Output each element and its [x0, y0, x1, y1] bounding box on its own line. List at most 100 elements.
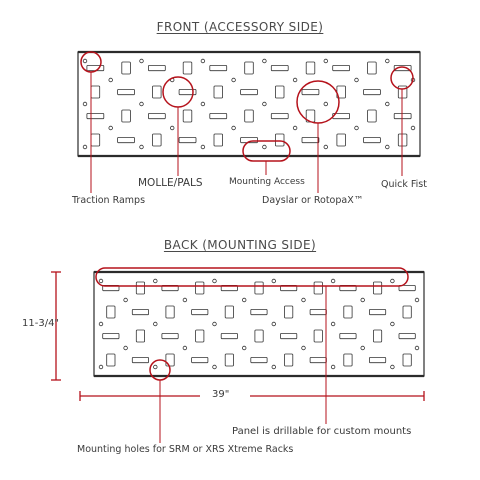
panel-hole [271, 364, 276, 370]
panel-hole [153, 364, 158, 370]
panel-slot [224, 305, 234, 319]
panel-hole [169, 125, 175, 131]
panel-slot [280, 332, 298, 340]
panel-hole [301, 345, 306, 351]
panel-slot [191, 356, 209, 364]
panel-slot [117, 89, 135, 96]
back-slot-pattern [98, 278, 420, 370]
panel-slot [343, 305, 353, 319]
panel-hole [98, 321, 104, 327]
panel-slot [147, 113, 166, 120]
panel-slot [270, 65, 289, 72]
panel-slot [131, 356, 150, 364]
panel-slot [274, 85, 285, 99]
panel-slot [339, 332, 357, 340]
drillable-label: Panel is drillable for custom mounts [232, 426, 412, 437]
panel-hole [385, 101, 390, 107]
front-panel [77, 50, 421, 158]
panel-slot [117, 136, 135, 144]
panel-hole [414, 297, 420, 303]
panel-slot [220, 332, 238, 340]
panel-slot [135, 329, 146, 343]
panel-slot [240, 136, 258, 144]
panel-slot [284, 353, 294, 367]
panel-hole [139, 58, 144, 64]
panel-slot [372, 281, 383, 295]
panel-hole [212, 278, 217, 284]
quick-fist-label: Quick Fist [381, 179, 427, 190]
panel-slot [135, 281, 146, 295]
panel-hole [82, 58, 88, 64]
panel-hole [330, 364, 336, 370]
panel-hole [139, 101, 144, 107]
panel-hole [271, 278, 276, 284]
panel-slot [165, 305, 175, 319]
panel-slot [363, 136, 381, 144]
front-slot-pattern [82, 58, 416, 150]
panel-hole [262, 58, 267, 64]
panel-hole [182, 345, 188, 351]
height-dimension-label: 11-3/4" [22, 318, 60, 329]
panel-slot [397, 85, 408, 99]
panel-slot [121, 61, 131, 75]
width-dimension-label: 39" [212, 389, 230, 400]
panel-slot [254, 281, 264, 295]
panel-hole [231, 125, 236, 131]
panel-slot [106, 353, 116, 367]
panel-slot [367, 109, 377, 123]
panel-hole [323, 144, 328, 150]
panel-slot [147, 65, 166, 72]
panel-hole [354, 77, 359, 83]
panel-hole [182, 297, 188, 303]
panel-slot [244, 109, 254, 123]
dayslar-rotopax-label: Dayslar or RotopaX™ [262, 195, 364, 206]
panel-hole [139, 144, 144, 150]
panel-hole [262, 144, 267, 150]
panel-slot [254, 329, 264, 343]
panel-hole [360, 345, 365, 351]
panel-hole [153, 321, 158, 327]
panel-slot [270, 113, 289, 120]
back-heading: BACK (MOUNTING SIDE) [163, 238, 317, 252]
panel-hole [390, 321, 395, 327]
panel-slot [402, 353, 412, 367]
panel-slot [332, 65, 351, 72]
panel-hole [212, 364, 217, 370]
mounting-holes-label: Mounting holes for SRM or XRS Xtreme Rac… [77, 444, 294, 455]
panel-hole [200, 58, 206, 64]
panel-slot [301, 89, 320, 96]
panel-hole [330, 321, 336, 327]
panel-slot [182, 61, 193, 75]
panel-slot [240, 89, 258, 96]
panel-slot [152, 85, 162, 99]
panel-hole [200, 144, 206, 150]
panel-hole [390, 364, 395, 370]
panel-slot [393, 113, 412, 120]
panel-slot [250, 356, 268, 364]
panel-slot [209, 65, 228, 72]
panel-slot [402, 305, 412, 319]
panel-hole [385, 58, 390, 64]
panel-slot [367, 61, 377, 75]
panel-slot [284, 305, 294, 319]
panel-slot [343, 353, 353, 367]
panel-slot [213, 133, 224, 147]
panel-hole [241, 345, 247, 351]
panel-hole [123, 345, 128, 351]
panel-slot [191, 308, 209, 316]
panel-hole [301, 297, 306, 303]
panel-hole [292, 125, 298, 131]
panel-slot [398, 284, 416, 292]
panel-hole [385, 144, 390, 150]
panel-slot [397, 133, 408, 147]
panel-hole [330, 278, 336, 284]
panel-slot [368, 308, 387, 316]
panel-slot [182, 109, 193, 123]
panel-hole [390, 278, 395, 284]
panel-hole [108, 77, 113, 83]
back-panel [93, 270, 425, 378]
panel-slot [336, 133, 346, 147]
panel-slot [213, 85, 224, 99]
panel-hole [153, 278, 158, 284]
